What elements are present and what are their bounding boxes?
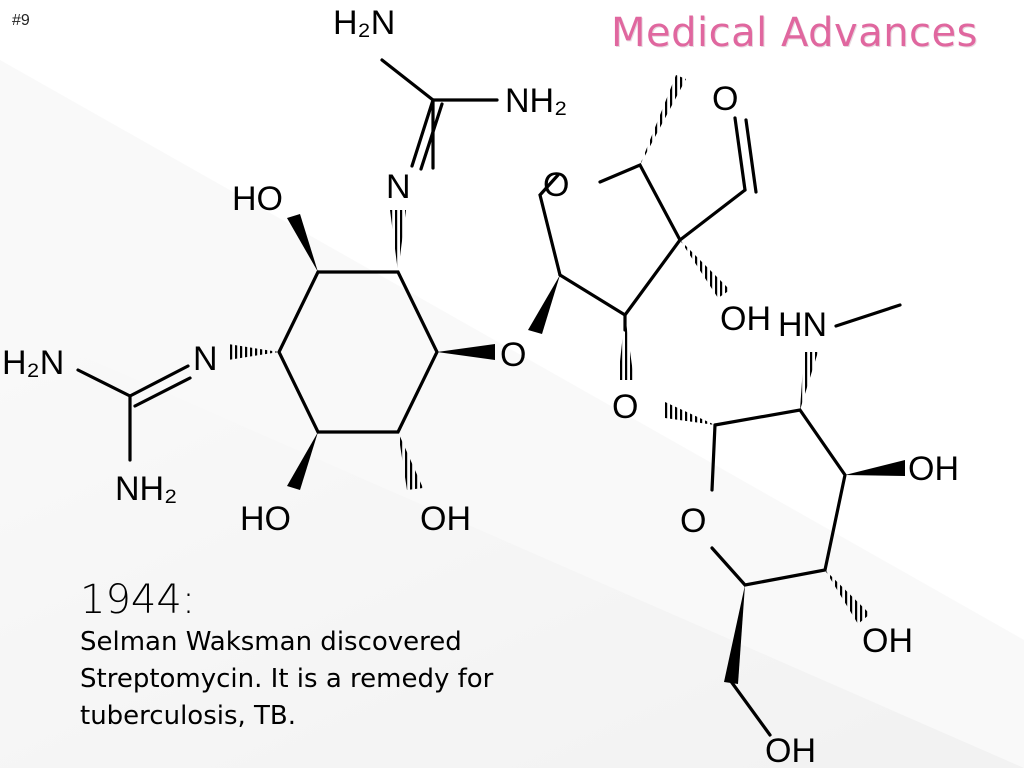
label-ho-lower: HO [240,500,291,538]
label-ring-o: O [500,336,526,374]
label-left-h2n: H₂N [2,344,64,382]
label-left-n: N [193,340,218,378]
label-oh-right: OH [908,450,959,488]
label-oh-mid: OH [720,300,771,338]
label-left-nh2: NH₂ [115,470,177,508]
label-pyranose-o: O [680,502,706,540]
discovery-description: Selman Waksman discovered Streptomycin. … [80,627,494,731]
label-aldehyde-o: O [712,80,738,118]
label-top-nh2: NH₂ [505,82,567,120]
label-ho-upper: HO [232,180,283,218]
label-link-o: O [612,388,638,426]
label-hn: HN [778,306,827,344]
discovery-year: 1944: [80,577,196,623]
label-furanose-o: O [543,166,569,204]
slide-number: #9 [12,12,30,29]
molecule-labels: H₂N NH₂ N HO H₂N N NH₂ O HO OH O O OH HN… [2,4,959,768]
label-oh-lower: OH [420,500,471,538]
molecule-wedges [287,214,905,684]
slide-title: Medical Advances [611,10,978,56]
label-oh-right-lower: OH [862,622,913,660]
label-top-h2n: H₂N [333,4,395,42]
label-oh-bottom: OH [765,732,816,768]
molecule-hashes [228,75,870,624]
caption: 1944: Selman Waksman discovered Streptom… [80,576,640,735]
label-top-n: N [386,168,411,206]
